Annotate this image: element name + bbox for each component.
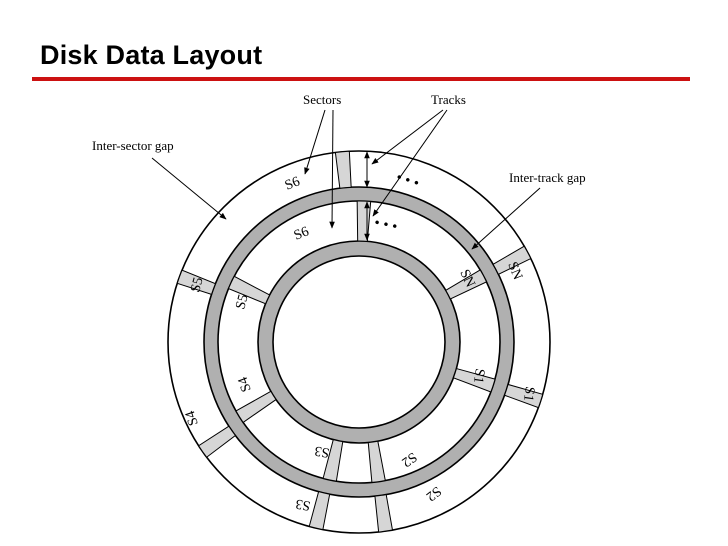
inner-sector-s5: S5 <box>233 293 251 311</box>
inter-sector-gap-label: Inter-sector gap <box>92 138 174 153</box>
outer-track-ellipsis: • • • <box>394 170 421 192</box>
title-rule <box>32 77 690 81</box>
outer-sector-s3: S3 <box>295 495 312 512</box>
disk-hub <box>272 255 446 429</box>
inner-sector-gap-5 <box>322 439 344 482</box>
outer-sector-s4: S4 <box>183 409 202 428</box>
inner-sector-sn: SN <box>456 267 477 290</box>
outer-sector-gaps <box>176 150 544 533</box>
slide-title: Disk Data Layout <box>40 40 263 70</box>
inter-track-gap-label: Inter-track gap <box>509 170 586 185</box>
inner-sector-gap-7 <box>227 275 271 305</box>
outer-sector-gap-3 <box>503 383 544 409</box>
inter-sector-gap-arrow <box>151 157 227 220</box>
outer-sector-s6: S6 <box>283 174 302 193</box>
inner-sector-s3: S3 <box>314 442 331 459</box>
sectors-arrow-inner <box>329 109 335 229</box>
sectors-arrow-outer <box>304 109 326 175</box>
outer-sector-gap-1 <box>334 150 352 189</box>
tracks-arrow-outer <box>371 109 444 165</box>
tracks-label: Tracks <box>431 92 466 107</box>
outer-sector-gap-5 <box>308 491 331 531</box>
inner-sector-s6: S6 <box>292 224 311 243</box>
inner-track-ellipsis: • • • <box>373 215 399 235</box>
inter-track-gap-arrow <box>471 187 541 250</box>
inner-sector-gap-4 <box>367 440 386 483</box>
outer-sector-sn: SN <box>504 260 525 282</box>
inner-sector-s2: S2 <box>399 449 420 470</box>
outer-sector-s2: S2 <box>423 483 444 504</box>
inner-sector-s4: S4 <box>236 375 255 394</box>
outer-sector-s1: S1 <box>520 385 537 402</box>
inner-sector-gap-6 <box>235 390 277 424</box>
outer-sector-gap-2 <box>492 245 532 275</box>
inner-sector-s1: S1 <box>470 367 487 384</box>
inner-sector-gap-2 <box>445 269 488 300</box>
sectors-label: Sectors <box>303 92 341 107</box>
tracks-arrow-inner <box>372 109 448 217</box>
outer-sector-gap-7 <box>176 269 217 295</box>
inner-sector-gaps <box>227 200 496 483</box>
outer-sector-gap-6 <box>197 425 237 458</box>
outer-sector-gap-4 <box>374 494 394 533</box>
outer-sector-s5: S5 <box>188 276 206 294</box>
inner-sector-gap-3 <box>452 367 496 393</box>
